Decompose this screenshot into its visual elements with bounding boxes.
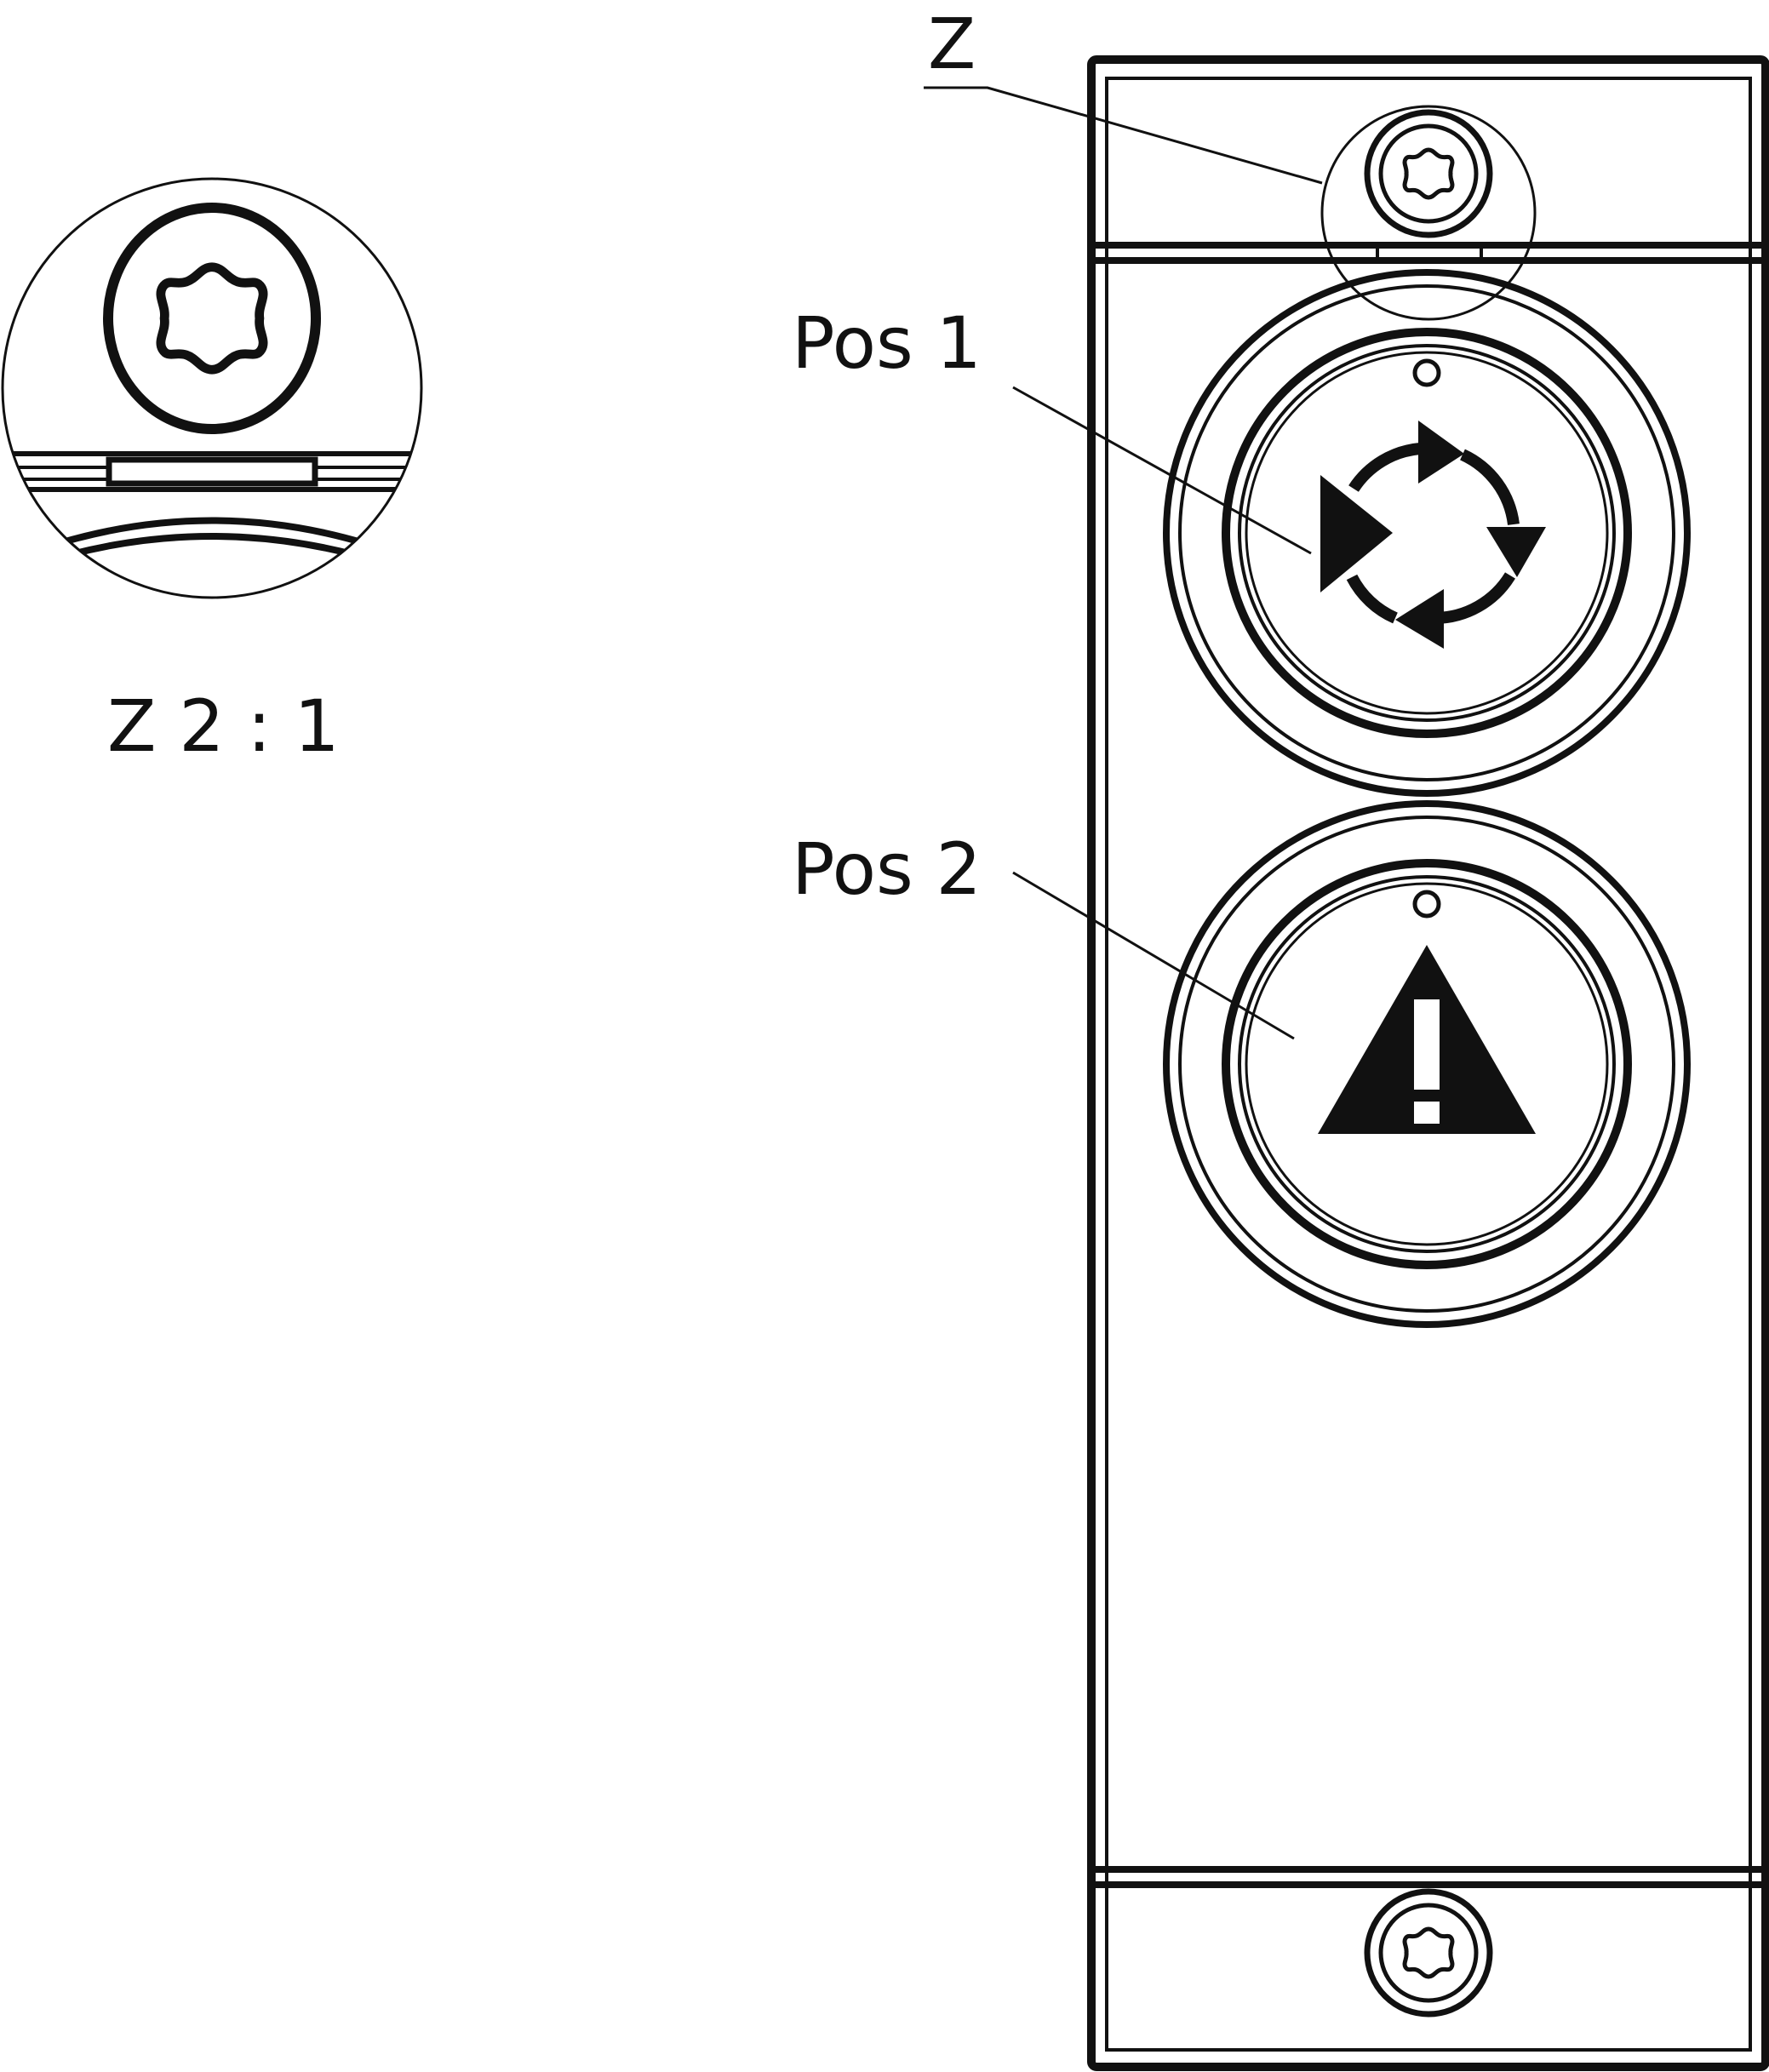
play-cycle-icon — [1320, 421, 1546, 649]
housing — [1087, 55, 1769, 2071]
detail-view-circle — [1, 177, 423, 599]
button-pos2-indicator — [1412, 890, 1441, 919]
pos2-label: Pos 2 — [792, 827, 982, 911]
detail-z-label: Z — [928, 4, 976, 85]
housing-inner-frame — [1105, 77, 1752, 2052]
pos1-leader — [1012, 386, 1312, 555]
torx-screw-icon — [1405, 1929, 1452, 1977]
pos1-label: Pos 1 — [792, 301, 982, 385]
bottom-screw — [1364, 1888, 1493, 2018]
pos2-leader — [1012, 871, 1295, 1040]
top-screw — [1364, 109, 1493, 238]
button-pos2[interactable] — [1163, 800, 1691, 1328]
detail-z-leader — [924, 86, 1323, 185]
button-pos2-bezel — [1163, 800, 1691, 1328]
button-pos1[interactable] — [1163, 269, 1691, 797]
torx-screw-icon — [1405, 150, 1452, 197]
detail-z-circle — [1320, 105, 1537, 321]
top-divider-slot — [1376, 243, 1483, 262]
warning-triangle-icon — [1318, 945, 1536, 1134]
button-pos1-bezel — [1163, 269, 1691, 797]
button-pos1-indicator — [1412, 358, 1441, 387]
housing-outer-frame — [1087, 55, 1769, 2071]
detail-view-z — [1, 177, 423, 599]
detail-scale-label: Z 2 : 1 — [107, 684, 340, 768]
torx-screw-icon — [161, 267, 263, 369]
